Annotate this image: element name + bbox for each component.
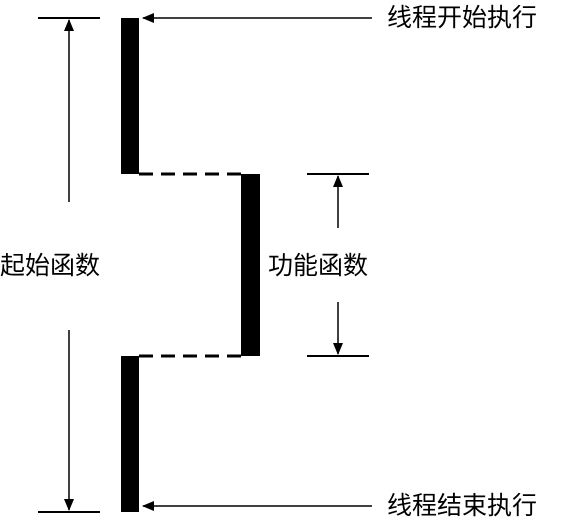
thread-end-label: 线程结束执行 [387, 491, 538, 520]
thread-start-label: 线程开始执行 [387, 3, 538, 32]
start-function-bar-top [121, 18, 139, 174]
functional-function-bar [241, 174, 260, 356]
functional-function-label: 功能函数 [268, 251, 369, 280]
start-function-bar-bottom [121, 356, 139, 512]
start-function-label: 起始函数 [0, 251, 101, 280]
